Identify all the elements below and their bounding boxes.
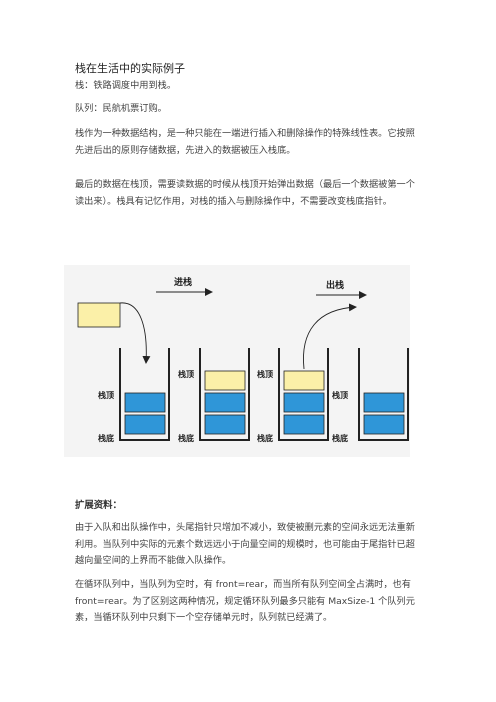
paragraph-queue-pointers: 由于入队和出队操作中，头尾指针只增加不减小，致使被删元素的空间永远无法重新利用。… [75, 522, 415, 566]
section-heading: 扩展资料： [75, 500, 122, 511]
push-label: 进栈 [174, 276, 192, 288]
doc-title: 栈在生活中的实际例子 [75, 62, 185, 75]
paragraph-stack-definition: 栈作为一种数据结构，是一种只能在一端进行插入和删除操作的特殊线性表。它按照先进后… [75, 128, 415, 156]
incoming-block [77, 302, 121, 328]
stack-diagram: 进栈 出栈 栈顶 栈底 栈顶 栈底 [64, 265, 410, 457]
stack-4: 栈顶 栈底 [332, 348, 409, 443]
stack-bottom-label: 栈底 [98, 433, 114, 443]
line-stack-example: 栈：铁路调度中用到栈。 [75, 80, 177, 91]
line-queue-example: 队列：民航机票订购。 [75, 103, 167, 114]
stack-3: 栈顶 栈底 [257, 303, 357, 443]
stack-1: 栈顶 栈底 [98, 348, 170, 443]
pop-curve-arrow [303, 303, 357, 370]
stack-top-label: 栈顶 [178, 369, 194, 379]
stack-bottom-label: 栈底 [178, 433, 194, 443]
paragraph-stack-top: 最后的数据在栈顶，需要读数据的时候从栈顶开始弹出数据（最后一个数据被第一个读出来… [75, 179, 415, 207]
stack-top-label: 栈顶 [98, 390, 114, 400]
stack-diagram-svg: 进栈 出栈 栈顶 栈底 栈顶 栈底 [77, 276, 409, 443]
stack-bottom-label: 栈底 [257, 433, 273, 443]
stack-top-label: 栈顶 [332, 390, 348, 400]
pop-label: 出栈 [326, 279, 344, 291]
stack-2: 栈顶 栈底 [178, 348, 250, 443]
stack-top-label: 栈顶 [257, 369, 273, 379]
stack-bottom-label: 栈底 [332, 433, 348, 443]
push-curve-arrow [119, 302, 151, 364]
paragraph-circular-queue: 在循环队列中，当队列为空时，有 front=rear，而当所有队列空间全占满时，… [75, 579, 415, 623]
